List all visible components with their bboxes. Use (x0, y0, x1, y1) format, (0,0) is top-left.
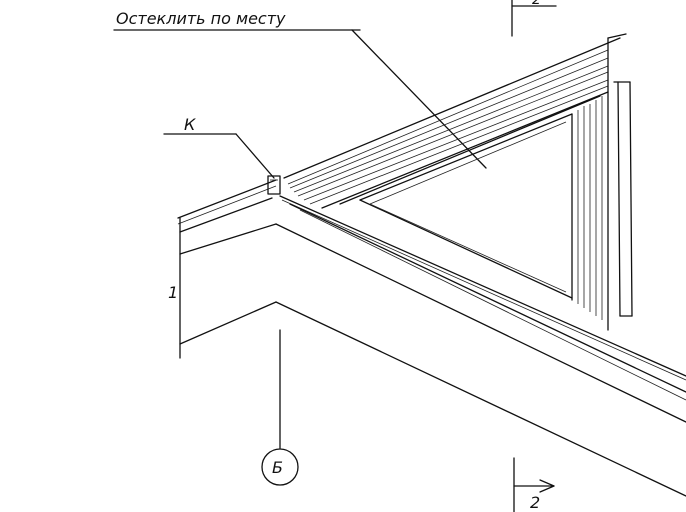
gable-frame (283, 33, 633, 331)
node-k-label: К (184, 115, 196, 134)
glazing-note-label: Остеклить по месту (116, 9, 286, 28)
section-mark-top: 2 (511, 0, 557, 37)
glazing-note-leader (351, 29, 487, 169)
glazing-note-group: Остеклить по месту (113, 9, 487, 169)
section-mark-bottom-label: 2 (530, 493, 540, 512)
axis-marker-label: Б (272, 458, 283, 477)
section-mark-top-label: 2 (532, 0, 541, 8)
dimension-label: 1 (168, 283, 178, 302)
section-mark-bottom: 2 (513, 457, 555, 512)
axis-marker: Б (261, 329, 299, 486)
node-k: К (163, 115, 281, 195)
sloped-beam (177, 179, 686, 497)
